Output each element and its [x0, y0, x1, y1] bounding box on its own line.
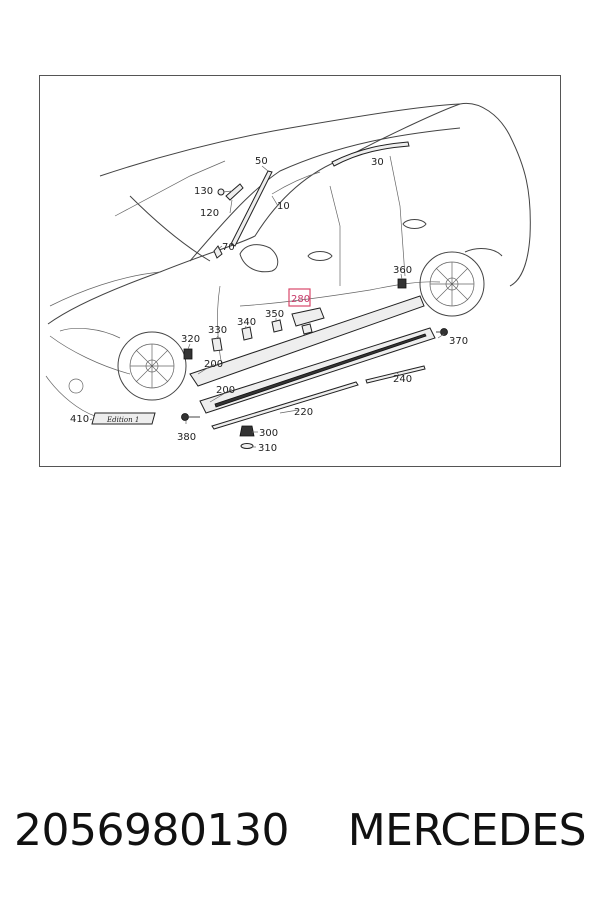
part-320-clip: [183, 348, 193, 360]
label-200-upper: 200: [204, 359, 223, 370]
part-120-bracket: [225, 183, 244, 201]
part-200-rocker-upper: [189, 295, 425, 387]
part-50-pillar-trim: [230, 170, 273, 247]
part-30-roof-trim: [331, 141, 410, 167]
part-280-bracket-tab: [301, 323, 313, 335]
part-number: 2056980130: [14, 804, 289, 856]
label-320: 320: [181, 334, 200, 345]
label-10: 10: [277, 201, 290, 212]
label-220: 220: [294, 407, 313, 418]
label-130: 130: [194, 186, 213, 197]
highlight-box-280: [288, 288, 311, 307]
part-10-window-trim: [271, 171, 321, 195]
part-70-clip: [213, 245, 223, 259]
rear-wheel: [419, 251, 485, 317]
part-310-washer: [240, 443, 254, 449]
part-350-clip: [271, 319, 283, 333]
edition-badge-text: Edition 1: [106, 416, 139, 424]
label-240: 240: [393, 374, 412, 385]
part-280-bracket: [291, 307, 325, 327]
fog-light: [68, 378, 84, 394]
label-370: 370: [449, 336, 468, 347]
part-370-screw: [436, 328, 448, 336]
label-120: 120: [200, 208, 219, 219]
label-300: 300: [259, 428, 278, 439]
brand-name: MERCEDES: [347, 804, 587, 856]
part-300-plug: [239, 425, 255, 437]
part-labels: 10 30 50 70 120 130 200 200 220 240 280 …: [70, 156, 468, 454]
label-280: 280: [291, 294, 310, 305]
label-330: 330: [208, 325, 227, 336]
label-340: 340: [237, 317, 256, 328]
part-220-strip: [211, 381, 359, 430]
part-330-clip: [211, 337, 223, 352]
caption-bar: 2056980130 MERCEDES: [0, 800, 600, 860]
part-200-rocker-lower-strip: [214, 333, 427, 408]
headlight: [59, 328, 121, 339]
label-360: 360: [393, 265, 412, 276]
label-380: 380: [177, 432, 196, 443]
part-380-screw: [181, 413, 200, 421]
label-410: 410: [70, 414, 89, 425]
label-310: 310: [258, 443, 277, 454]
label-200-lower: 200: [216, 385, 235, 396]
door-handle-front: [307, 251, 333, 261]
part-360-clip: [397, 278, 407, 289]
front-wheel: [117, 331, 187, 401]
parts-diagram: Edition 1 10 30 50 70 120 130 200 200 22…: [39, 75, 561, 467]
part-340-clip: [241, 326, 253, 341]
label-30: 30: [371, 157, 384, 168]
edition-badge: Edition 1: [91, 412, 156, 425]
part-240-strip: [365, 365, 426, 384]
mirror: [239, 244, 279, 273]
car-outline: [45, 102, 531, 417]
label-70: 70: [222, 242, 235, 253]
car-side-diagram: Edition 1 10 30 50 70 120 130 200 200 22…: [45, 102, 531, 454]
label-350: 350: [265, 309, 284, 320]
label-50: 50: [255, 156, 268, 167]
leader-lines: [89, 165, 445, 448]
door-handle-rear: [402, 219, 427, 229]
